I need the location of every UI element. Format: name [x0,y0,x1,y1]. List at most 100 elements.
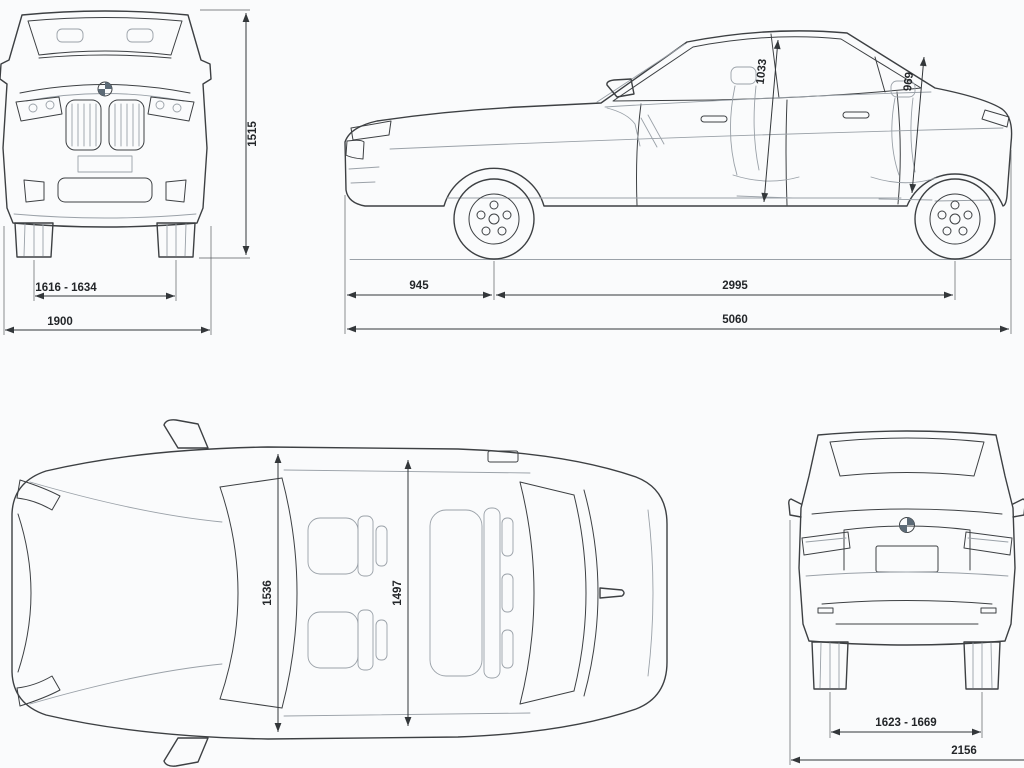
front-view: 1515 1616 - 1634 1900 [0,9,259,335]
c-pillars [519,481,575,705]
rear-wheel-right [963,641,1001,690]
top-rear-width-dimension: 1497 [392,460,412,726]
side-wheelbase-label: 2995 [722,280,748,292]
headlight-left [15,96,63,122]
front-height-label: 1515 [247,121,259,147]
front-wheel-right-tread [166,223,187,257]
fog-scoop-left [23,179,45,203]
rear-wheel [914,178,996,260]
side-headlight [350,120,392,141]
shoulder-crease [811,508,1003,515]
taillight-right-inner [967,537,1009,543]
license-plate [77,155,133,173]
front-bumper-shutline [17,513,32,673]
trunk-shutline [583,489,599,697]
front-car-drawing [0,10,212,258]
windshield [27,17,183,56]
front-track-label: 1616 - 1634 [35,282,97,294]
front-bumper-detail [348,166,380,184]
headlight-right-lens [172,103,182,113]
front-door-handle [700,115,728,123]
fog-scoop-right [165,179,187,203]
front-body-outline [0,10,212,228]
top-mirror-left [163,419,209,449]
hood-crease-bottom [29,663,223,705]
side-bottom-dimensions: 945 2995 5060 [344,150,1012,334]
rear-view: 1623 - 1669 2156 [788,430,1024,765]
front-track-dimension: 1616 - 1634 [33,260,177,301]
side-front-headroom-label: 1033 [755,58,770,85]
rear-width-label: 2156 [951,745,977,757]
rear-window [829,437,985,477]
license-plate-recess [875,545,939,573]
top-car-drawing [11,419,668,767]
side-rear-headroom-label: 969 [902,72,916,92]
side-mirror [606,78,635,98]
rear-mirror-right [1012,498,1024,518]
top-front-width-dimension: 1536 [262,454,282,732]
kidney-grille-left [65,99,102,151]
a-pillars [219,477,283,709]
side-rear-headroom-dimension: 969 [902,56,927,194]
c-pillar-divider [874,56,886,93]
rear-wheel-left [811,641,849,690]
headlight-right [147,96,195,122]
bumper-lower-line [13,213,197,219]
front-wheel-left-tread [23,223,44,257]
front-wheel-left [14,222,54,258]
headrest-right [126,28,154,43]
rear-bumper-detail [934,199,994,202]
taillight-right [963,531,1013,556]
rear-width-dimension: 2156 [789,520,1024,765]
rear-door-handle [842,111,870,119]
kidney-grille-right [108,99,145,151]
front-seat-right [307,609,388,671]
headlight-left-lens [28,103,38,113]
reflector-right [980,607,997,614]
a-pillar-inner [596,43,686,103]
taillight-left [801,531,851,556]
taillight [981,109,1010,128]
front-seat [730,66,800,199]
front-seat-left [307,515,388,577]
reflector-left [817,607,834,614]
front-width-dimension: 1900 [3,226,212,335]
top-headlight-right [16,675,61,707]
side-grille [345,139,365,160]
front-wheel [453,178,535,260]
rear-bench-seat [429,507,514,679]
top-body-outline [11,446,668,740]
rear-mirror-left [788,498,802,518]
roof-sensor [487,450,519,463]
front-wheel-right [156,222,196,258]
top-front-width-label: 1536 [262,580,274,606]
bumper-intake [57,177,153,203]
front-width-label: 1900 [47,316,73,328]
dashboard [606,107,641,147]
top-headlight-left [16,479,61,511]
rear-track-label: 1623 - 1669 [875,717,936,729]
shark-fin-antenna [599,587,625,599]
diffuser-line [821,600,993,625]
rear-wheel-left-tread [819,642,840,689]
top-rear-width-label: 1497 [392,580,404,606]
steering-column [640,114,665,148]
rear-wheel-right-tread [972,642,993,689]
cowl-line [38,54,172,59]
grille-slats [71,103,140,147]
top-mirror-right [163,737,209,767]
headlight-left-lens2 [45,100,55,110]
hood-crease-top [29,481,223,523]
bmw-roundel-icon [899,517,915,533]
front-height-dimension: 1515 [199,9,259,259]
trunk-rear-edge [647,509,654,677]
front-door-shutline [636,103,642,206]
rear-car-drawing [788,430,1024,690]
roof-rails [283,469,531,717]
side-car-drawing [344,30,1013,260]
rear-door-shutline [785,99,788,206]
top-windshield-rear-edge [281,477,298,709]
side-length-label: 5060 [722,314,748,326]
side-body-outline [344,30,1013,207]
